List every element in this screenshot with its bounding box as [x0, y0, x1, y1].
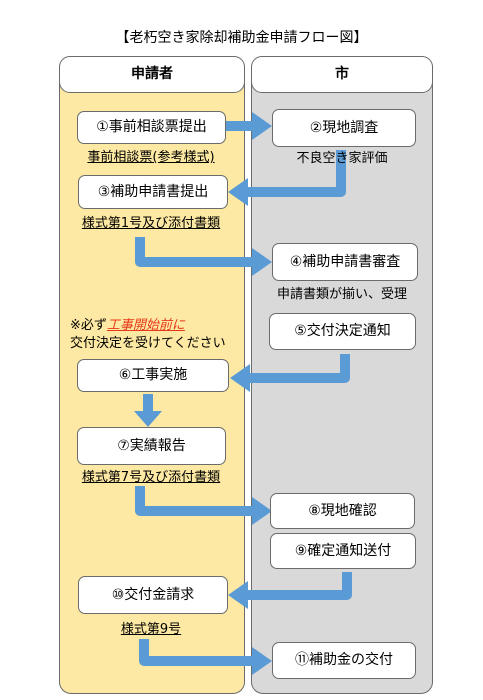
note-form-no9: 様式第9号	[120, 622, 182, 637]
diagram-title: 【老朽空き家除却補助金申請フロー図】	[115, 30, 368, 46]
step-5-box: ⑤交付決定通知	[269, 313, 416, 350]
arrowhead-to-3	[228, 178, 248, 206]
note-prior-consultation-form: 事前相談票(参考様式)	[87, 150, 215, 165]
step-10-box: ⑩交付金請求	[78, 576, 228, 614]
flow-arrow-10-11	[139, 639, 252, 666]
flow-arrow-2-3	[248, 150, 346, 197]
flow-arrow-3-4	[135, 237, 252, 267]
flow-arrow-9-10	[248, 572, 352, 600]
note-warning-line1: ※必ず工事開始前に	[70, 318, 185, 334]
arrowhead-to-11	[252, 647, 272, 675]
arrowhead-to-7	[134, 411, 162, 427]
arrowhead-to-4	[252, 248, 272, 276]
step-2-box: ②現地調査	[272, 109, 416, 147]
flow-arrow-7-8	[135, 486, 252, 516]
step-4-box: ④補助申請書審査	[272, 243, 418, 281]
applicant-lane-header: 申請者	[59, 56, 245, 93]
step-9-box: ⑨確定通知送付	[270, 533, 416, 569]
step-7-box: ⑦実績報告	[77, 427, 226, 465]
step-8-box: ⑧現地確認	[270, 493, 415, 529]
note-warning-prefix: ※必ず	[70, 318, 107, 333]
arrowhead-to-2	[252, 112, 272, 140]
note-documents-accepted: 申請書類が揃い、受理	[276, 287, 407, 302]
note-form-no1-attachments: 様式第1号及び添付書類	[81, 216, 221, 231]
step-11-box: ⑪補助金の交付	[272, 642, 416, 679]
step-6-box: ⑥工事実施	[77, 359, 229, 392]
arrowhead-to-8	[252, 497, 272, 525]
arrowhead-to-6	[230, 364, 250, 392]
note-warning-line2: 交付決定を受けてください	[70, 336, 226, 351]
arrowhead-to-10	[228, 581, 248, 609]
step-1-box: ①事前相談票提出	[77, 111, 226, 144]
step-3-box: ③補助申請書提出	[78, 175, 228, 209]
flow-arrow-5-6	[250, 354, 350, 383]
note-form-no7-attachments: 様式第7号及び添付書類	[81, 470, 221, 485]
note-defective-house-evaluation: 不良空き家評価	[296, 151, 388, 166]
city-lane-header: 市	[251, 56, 433, 93]
note-warning-emphasis: 工事開始前に	[106, 318, 185, 333]
